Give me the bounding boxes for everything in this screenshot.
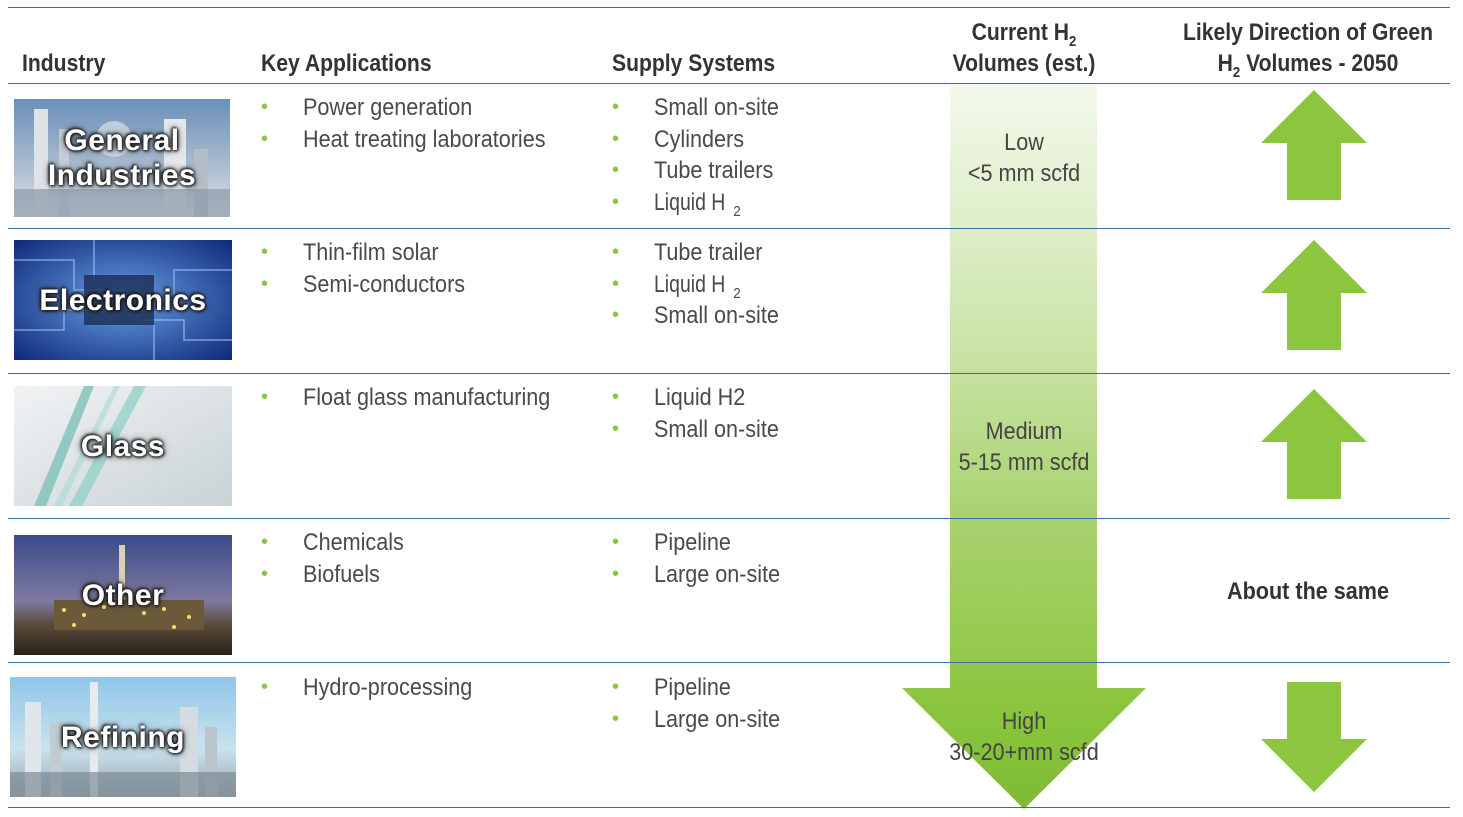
applications-list: Hydro-processing: [261, 672, 491, 704]
list-item: Heat treating laboratories: [261, 124, 572, 156]
list-item: Cylinders: [612, 124, 793, 156]
volume-low-label: Low: [1004, 129, 1044, 156]
supply-list: Pipeline Large on-site: [612, 527, 794, 590]
industry-label: Other: [81, 578, 165, 612]
header-direction-h: H: [1217, 50, 1233, 77]
list-item: Liquid H2: [612, 187, 793, 219]
volume-low-value: <5 mm scfd: [967, 160, 1081, 187]
rule-bottom: [8, 807, 1450, 808]
circuit-board-photo-icon: [14, 240, 232, 360]
direction-up-arrow-icon: [1261, 240, 1367, 350]
current-volume-gradient-arrow: [902, 85, 1146, 809]
rule-row-3: [8, 518, 1450, 519]
industry-tile-general-industries: General Industries: [14, 99, 230, 217]
direction-about-the-same: About the same: [1226, 578, 1390, 605]
supply-list: Liquid H2 Small on-site: [612, 382, 793, 445]
supply-list: Small on-site Cylinders Tube trailers Li…: [612, 92, 793, 218]
list-item: Float glass manufacturing: [261, 382, 578, 414]
header-direction-line2: Volumes - 2050: [1240, 50, 1399, 77]
list-item: Tube trailers: [612, 155, 793, 187]
rule-row-2: [8, 373, 1450, 374]
header-direction-line1: Likely Direction of Green: [1182, 19, 1433, 46]
direction-up-arrow-icon: [1261, 389, 1367, 499]
industry-label: Electronics: [39, 283, 207, 317]
list-item: Power generation: [261, 92, 572, 124]
industry-tile-glass: Glass: [14, 386, 232, 506]
supply-list: Pipeline Large on-site: [612, 672, 794, 735]
list-item: Liquid H2: [612, 382, 793, 414]
list-item: Tube trailer: [612, 237, 793, 269]
industry-label: Refining: [61, 720, 185, 754]
industry-tile-electronics: Electronics: [14, 240, 232, 360]
applications-list: Float glass manufacturing: [261, 382, 578, 414]
direction-down-arrow-icon: [1261, 682, 1367, 792]
header-industry: Industry: [22, 50, 106, 77]
list-item: Hydro-processing: [261, 672, 491, 704]
refinery-towers-photo-icon: [10, 677, 236, 797]
header-current-volumes-line2: Volumes (est.): [952, 50, 1096, 77]
list-item: Thin-film solar: [261, 237, 483, 269]
header-key-applications: Key Applications: [261, 50, 432, 77]
header-current-volumes: Current H2 Volumes (est.): [918, 17, 1129, 79]
rule-row-4: [8, 662, 1450, 663]
volume-medium-value: 5-15 mm scfd: [958, 449, 1090, 476]
header-current-volumes-line1: Current H: [971, 19, 1070, 46]
refinery-photo-icon: [14, 99, 230, 217]
glass-panes-photo-icon: [14, 386, 232, 506]
list-item: Small on-site: [612, 300, 793, 332]
list-item: Semi-conductors: [261, 269, 483, 301]
industry-tile-other: Other: [14, 535, 232, 655]
header-supply-systems: Supply Systems: [612, 50, 776, 77]
night-plant-photo-icon: [14, 535, 232, 655]
volume-medium-label: Medium: [985, 418, 1063, 445]
applications-list: Chemicals Biofuels: [261, 527, 415, 590]
direction-up-arrow-icon: [1261, 90, 1367, 200]
list-item: Large on-site: [612, 559, 794, 591]
rule-header: [8, 83, 1450, 84]
list-item: Liquid H2: [612, 269, 793, 301]
header-direction: Likely Direction of Green H2 Volumes - 2…: [1169, 17, 1447, 81]
list-item: Pipeline: [612, 672, 794, 704]
list-item: Small on-site: [612, 92, 793, 124]
list-item: Large on-site: [612, 704, 794, 736]
list-item: Biofuels: [261, 559, 415, 591]
industry-label: Glass: [80, 429, 166, 463]
supply-list: Tube trailer Liquid H2 Small on-site: [612, 237, 793, 332]
rule-top: [8, 7, 1450, 8]
volume-high: High 30-20+mm scfd: [899, 706, 1149, 768]
volume-medium: Medium 5-15 mm scfd: [899, 416, 1149, 478]
header-current-sub: 2: [1069, 32, 1077, 50]
applications-list: Power generation Heat treating laborator…: [261, 92, 572, 155]
industry-tile-refining: Refining: [10, 677, 236, 797]
list-item: Chemicals: [261, 527, 415, 559]
header-direction-sub: 2: [1232, 63, 1241, 81]
list-item: Small on-site: [612, 414, 793, 446]
volume-low: Low <5 mm scfd: [899, 127, 1149, 189]
list-item: Pipeline: [612, 527, 794, 559]
industry-label: General Industries: [47, 124, 197, 192]
rule-row-1: [8, 228, 1450, 229]
volume-high-label: High: [1001, 708, 1047, 735]
volume-high-value: 30-20+mm scfd: [949, 739, 1099, 766]
applications-list: Thin-film solar Semi-conductors: [261, 237, 483, 300]
